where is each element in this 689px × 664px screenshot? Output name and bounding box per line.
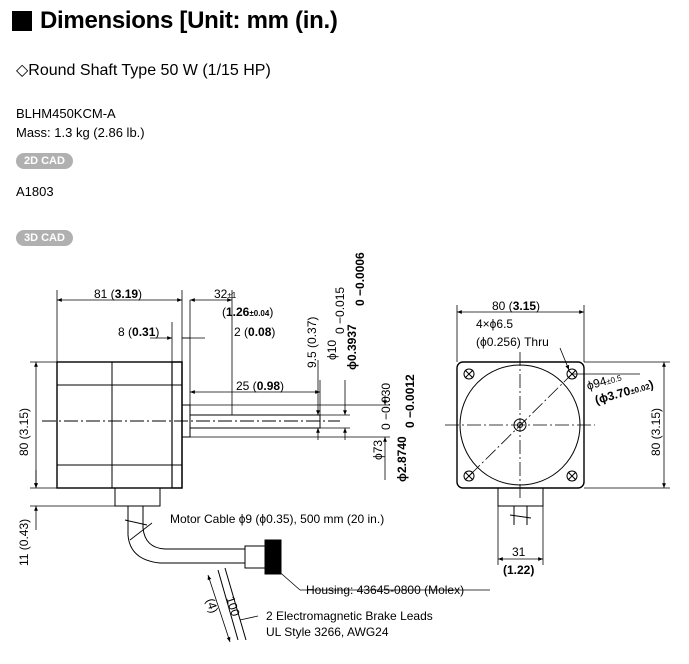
subtitle: ◇Round Shaft Type 50 W (1/15 HP) (16, 62, 271, 79)
dim-80-top-label: 80 ( (492, 299, 513, 313)
dim-25-label: 25 ( (236, 379, 257, 393)
dim-100-label: 100 (223, 595, 243, 619)
cad-2d-file[interactable]: A1803 (16, 184, 54, 199)
dim-2-in: 0.08 (248, 325, 272, 339)
dim-2-label: 2 ( (234, 325, 248, 339)
cad-3d-badge[interactable]: 3D CAD (16, 230, 73, 246)
holes-in-label: (ϕ0.256) Thru (476, 335, 549, 349)
dim-80-top-in: 3.15 (513, 299, 537, 313)
phi73-tol: 0 −0.030 (379, 383, 393, 430)
pcd-label: ϕ94 (585, 374, 608, 393)
svg-text:25 (0.98): 25 (0.98) (236, 379, 284, 393)
cable-outlet (114, 487, 161, 507)
svg-text:2 (0.08): 2 (0.08) (234, 325, 275, 339)
phi10-tol: 0 −0.015 (333, 287, 347, 334)
dim-32-label: 32 (214, 287, 228, 301)
dim-11-label: 11 (0.43) (17, 519, 31, 566)
cad-2d-badge[interactable]: 2D CAD (16, 153, 73, 169)
dim-32-in-tol: ±0.04 (249, 309, 270, 318)
connector (244, 545, 266, 569)
dim-32-tol: ±1 (227, 291, 236, 300)
header-square-icon (12, 11, 32, 31)
flange (171, 361, 183, 489)
motor-cable-label: Motor Cable ϕ9 (ϕ0.35), 500 mm (20 in.) (170, 512, 384, 526)
phi10-label: ϕ10 (325, 340, 339, 360)
pcd-tol: ±0.5 (605, 373, 623, 386)
motor-body (56, 361, 183, 489)
section-header: Dimensions [Unit: mm (in.) (12, 6, 338, 36)
phi73-in: ϕ2.8740 (395, 436, 409, 482)
dim-9-5-label: 9.5 (0.37) (305, 317, 319, 368)
dim-80-left: 80 (3.15) (17, 408, 31, 456)
svg-text:(1.26±0.04): (1.26±0.04) (222, 305, 273, 319)
svg-text:80 (3.15): 80 (3.15) (492, 299, 540, 313)
dim-81-in: 3.19 (115, 287, 139, 301)
dim-80-right: 80 (3.15) (649, 408, 663, 456)
holes-label: 4×ϕ6.5 (476, 317, 513, 331)
front-cable-outlet (497, 487, 544, 507)
phi73-label: ϕ73 (371, 440, 385, 460)
dim-25-in: 0.98 (257, 379, 281, 393)
svg-text:81 (3.19): 81 (3.19) (94, 287, 142, 301)
phi10-in-tol: 0 −0.0006 (353, 252, 367, 306)
dim-8-in: 0.31 (132, 325, 156, 339)
brake-leads-spec: UL Style 3266, AWG24 (266, 625, 389, 639)
phi10-in: ϕ0.3937 (345, 324, 359, 370)
dim-8-label: 8 ( (118, 325, 132, 339)
phi73-in-tol: 0 −0.0012 (403, 374, 417, 428)
brake-leads-label: 2 Electromagnetic Brake Leads (266, 609, 433, 623)
housing (264, 539, 282, 575)
svg-text:ϕ94±0.5: ϕ94±0.5 (585, 369, 624, 392)
front-view (456, 361, 585, 525)
dim-31-in: (1.22) (503, 563, 534, 577)
model-name: BLHM450KCM-A (16, 106, 116, 121)
dim-31-label: 31 (512, 545, 526, 559)
dim-4-label: (4) (203, 597, 221, 615)
dim-81-label: 81 ( (94, 287, 115, 301)
page-title: Dimensions [Unit: mm (in.) (40, 7, 338, 34)
mass-text: Mass: 1.3 kg (2.86 lb.) (16, 125, 145, 140)
side-view (42, 361, 340, 641)
housing-label: Housing: 43645-0800 (Molex) (306, 583, 464, 597)
dim-32-in: 1.26 (226, 305, 250, 319)
motor-cable (127, 506, 245, 564)
svg-text:8 (0.31): 8 (0.31) (118, 325, 159, 339)
svg-text:32±1: 32±1 (214, 287, 237, 301)
